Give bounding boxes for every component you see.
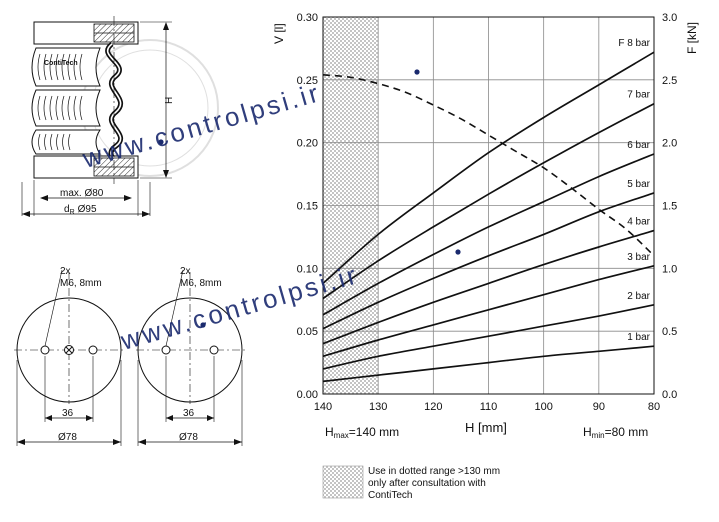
y-right-tick-label: 2.0	[662, 138, 677, 150]
series-label: 2 bar	[627, 291, 650, 302]
chart: 140 130 120 110 100 90 80 0.00 0.05 0.10 0.15 0.20 0…	[272, 12, 699, 440]
series-label: 4 bar	[627, 217, 650, 228]
bellow-body	[31, 42, 124, 167]
top-view-left: 2x M6, 8mm 36 Ø78	[14, 266, 124, 446]
bolt-hole-icon	[40, 345, 50, 355]
brand-label: ContiTech	[44, 60, 78, 67]
bolt-hole-icon	[209, 345, 219, 355]
force-curve	[322, 264, 655, 358]
x-tick-label: 140	[314, 401, 332, 413]
force-curve	[322, 51, 655, 285]
note-line: Use in dotted range >130 mm	[368, 466, 501, 477]
series-label: 1 bar	[627, 332, 650, 343]
plot-frame	[322, 16, 655, 395]
y-left-tick-label: 0.05	[297, 326, 318, 338]
note-line: only after consultation with	[368, 478, 486, 489]
y-right-tick-label: 1.0	[662, 263, 677, 275]
y-right-tick-label: 0.5	[662, 326, 677, 338]
dotted-range-legend-swatch	[322, 465, 364, 499]
y-left-tick-label: 0.00	[297, 389, 318, 401]
y-right-axis-label: F [kN]	[685, 22, 699, 54]
y-left-tick-label: 0.25	[297, 75, 318, 87]
bolt-spacing-label: 36	[183, 408, 195, 419]
bolt-hole-icon	[161, 345, 171, 355]
force-curve	[322, 102, 655, 300]
series-label: 7 bar	[627, 90, 650, 101]
note-line: ContiTech	[368, 490, 413, 501]
max-diameter-label: max. Ø80	[60, 188, 104, 199]
bolt-spacing-label: 36	[62, 408, 74, 419]
y-left-tick-label: 0.20	[297, 138, 318, 150]
force-curve	[322, 192, 655, 330]
x-tick-label: 80	[648, 401, 660, 413]
series-label: 5 bar	[627, 179, 650, 190]
bolt-hole-icon	[88, 345, 98, 355]
force-curve	[322, 345, 655, 383]
y-left-tick-label: 0.30	[297, 12, 318, 24]
bolt-spec-label: M6, 8mm	[180, 278, 222, 289]
y-right-tick-label: 2.5	[662, 75, 677, 87]
force-curve	[322, 229, 655, 345]
x-axis-label: H [mm]	[465, 420, 507, 435]
plate-diameter-label: Ø78	[58, 432, 77, 443]
y-right-tick-label: 0.0	[662, 389, 677, 401]
x-tick-label: 120	[424, 401, 442, 413]
h-max-label: Hmax=140 mm	[325, 425, 399, 440]
bolt-count-label: 2x	[180, 266, 191, 277]
y-left-tick-label: 0.10	[297, 263, 318, 275]
series-label: 3 bar	[627, 252, 650, 263]
x-tick-label: 110	[480, 401, 498, 413]
y-left-tick-label: 0.15	[297, 201, 318, 213]
y-left-axis-label: V [l]	[272, 23, 286, 44]
top-view-right: 2x M6, 8mm 36 Ø78	[136, 266, 246, 446]
bolt-spec-label: M6, 8mm	[60, 278, 102, 289]
x-tick-label: 90	[593, 401, 605, 413]
series-label: 6 bar	[627, 140, 650, 151]
chart-ticks: 140 130 120 110 100 90 80 0.00 0.05 0.10 0.15 0.20 0…	[297, 12, 678, 413]
plate-diameter-label: Ø78	[179, 432, 198, 443]
force-curve	[322, 303, 655, 370]
y-right-tick-label: 1.5	[662, 201, 677, 213]
x-tick-label: 130	[369, 401, 387, 413]
x-tick-label: 100	[534, 401, 552, 413]
height-label: H	[164, 97, 175, 104]
y-right-tick-label: 3.0	[662, 12, 677, 24]
bolt-count-label: 2x	[60, 266, 71, 277]
chart-series: 1 bar 2 bar 3 bar 4 bar 5 bar 6 bar 7 bar F 8 b…	[322, 38, 655, 383]
h-min-label: Hmin=80 mm	[583, 425, 648, 440]
force-curve	[322, 153, 655, 316]
series-label: F 8 bar	[618, 38, 650, 49]
dotted-range-note: Use in dotted range >130 mm only after c…	[368, 466, 538, 502]
chart-grid	[323, 17, 654, 394]
